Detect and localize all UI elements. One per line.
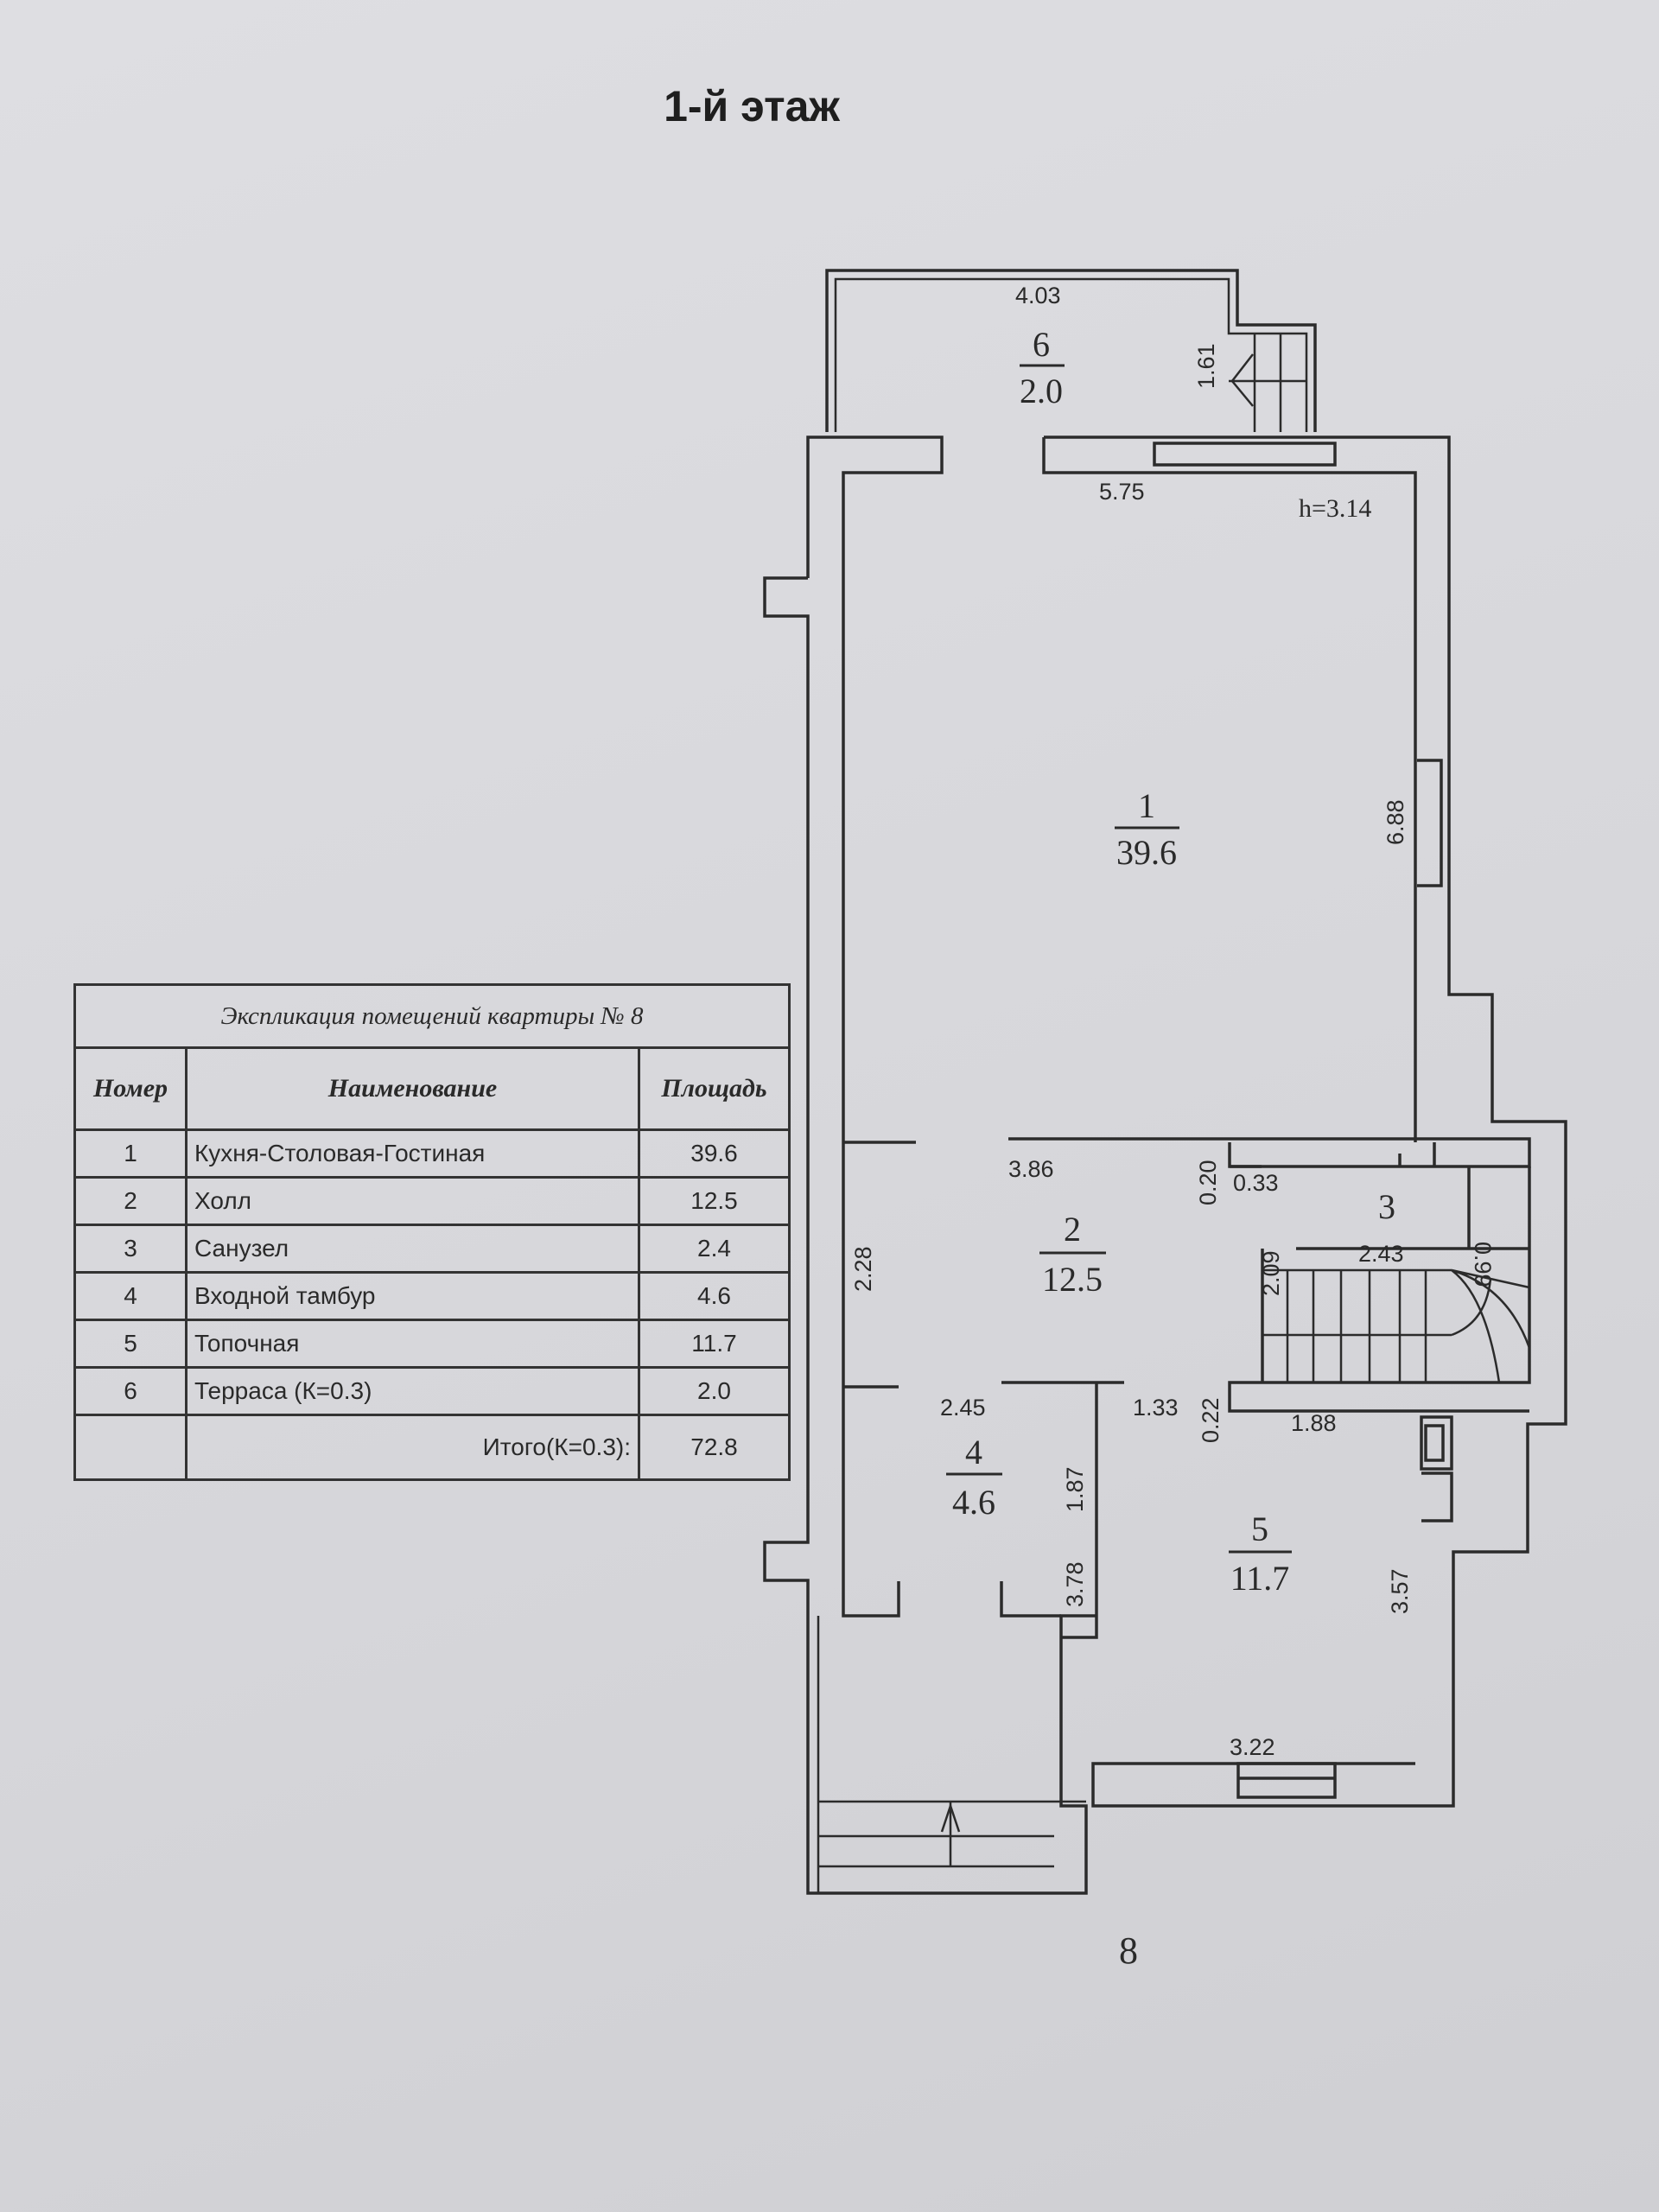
dim-label: 4.03 [1015, 283, 1061, 308]
dim-label: 3.78 [1062, 1561, 1088, 1607]
room-number: 1 [1138, 786, 1155, 825]
cell-area: 2.0 [638, 1366, 791, 1416]
table-row: 4 Входной тамбур 4.6 [73, 1271, 791, 1321]
terrace [825, 269, 1317, 432]
room-number: 2 [1064, 1210, 1081, 1249]
cell-name: Входной тамбур [185, 1271, 640, 1321]
room-4-label: 4 4.6 [946, 1433, 1002, 1522]
room-number: 6 [1033, 325, 1050, 364]
table-row: 1 Кухня-Столовая-Гостиная 39.6 [73, 1128, 791, 1179]
cell-name: Холл [185, 1176, 640, 1226]
dim-label: 2.09 [1258, 1250, 1284, 1296]
cell-number: 1 [73, 1128, 188, 1179]
room-number: 4 [965, 1433, 982, 1471]
dim-label: 1.33 [1133, 1395, 1179, 1421]
total-area: 72.8 [638, 1414, 791, 1481]
cell-number: 5 [73, 1319, 188, 1369]
page-number: 8 [1119, 1929, 1138, 1972]
dim-label: 2.28 [850, 1246, 876, 1292]
dim-label: 5.75 [1099, 479, 1145, 505]
cell-area: 2.4 [638, 1224, 791, 1274]
cell-empty [73, 1414, 188, 1481]
cell-area: 39.6 [638, 1128, 791, 1179]
room-area: 39.6 [1116, 833, 1177, 872]
dim-label: 1.88 [1291, 1410, 1337, 1436]
cell-area: 11.7 [638, 1319, 791, 1369]
walls [763, 435, 1567, 1895]
dim-label: 1.87 [1062, 1466, 1088, 1512]
room-6-label: 6 2.0 [1020, 325, 1065, 410]
page-title: 1-й этаж [664, 82, 840, 130]
header-name: Наименование [185, 1046, 640, 1131]
header-number: Номер [73, 1046, 188, 1131]
cell-number: 6 [73, 1366, 188, 1416]
cell-number: 4 [73, 1271, 188, 1321]
room-area: 12.5 [1042, 1260, 1103, 1299]
dim-label: 3.86 [1008, 1156, 1054, 1182]
dim-label: 2.43 [1358, 1241, 1404, 1267]
room-5-label: 5 11.7 [1229, 1510, 1292, 1598]
table-row: 6 Терраса (К=0.3) 2.0 [73, 1366, 791, 1416]
table-row: 2 Холл 12.5 [73, 1176, 791, 1226]
dim-label: 6.88 [1382, 799, 1408, 845]
total-row: Итого(К=0.3): 72.8 [73, 1414, 791, 1481]
total-label: Итого(К=0.3): [185, 1414, 640, 1481]
table-row: 3 Санузел 2.4 [73, 1224, 791, 1274]
cell-area: 4.6 [638, 1271, 791, 1321]
cell-area: 12.5 [638, 1176, 791, 1226]
table-row: 5 Топочная 11.7 [73, 1319, 791, 1369]
room-area: 11.7 [1230, 1559, 1290, 1598]
room-area: 2.0 [1020, 372, 1063, 410]
dim-label: 3.22 [1230, 1734, 1275, 1760]
dim-label: 0.33 [1233, 1170, 1279, 1196]
dim-label: 2.45 [940, 1395, 986, 1421]
room-1-label: 1 39.6 [1115, 786, 1179, 872]
cell-number: 3 [73, 1224, 188, 1274]
room-2-label: 2 12.5 [1039, 1210, 1106, 1299]
room-3-number: 3 [1378, 1187, 1395, 1226]
cell-name: Топочная [185, 1319, 640, 1369]
dim-label: 1.61 [1193, 343, 1219, 389]
cell-number: 2 [73, 1176, 188, 1226]
dim-label: 0.20 [1195, 1160, 1221, 1205]
explication-table: Экспликация помещений квартиры № 8 Номер… [73, 983, 791, 1481]
cell-name: Кухня-Столовая-Гостиная [185, 1128, 640, 1179]
dim-label: 0.22 [1198, 1397, 1224, 1443]
header-area: Площадь [638, 1046, 791, 1131]
dim-label: 0.99 [1470, 1242, 1496, 1287]
cell-name: Терраса (К=0.3) [185, 1366, 640, 1416]
ceiling-height: h=3.14 [1299, 494, 1371, 523]
dimensions: 4.03 1.61 5.75 h=3.14 6.88 3.86 0.20 0.3… [850, 283, 1496, 1760]
dim-label: 3.57 [1387, 1568, 1413, 1614]
cell-name: Санузел [185, 1224, 640, 1274]
room-number: 5 [1251, 1510, 1268, 1548]
explication-title: Экспликация помещений квартиры № 8 [73, 983, 791, 1049]
room-area: 4.6 [952, 1483, 995, 1522]
